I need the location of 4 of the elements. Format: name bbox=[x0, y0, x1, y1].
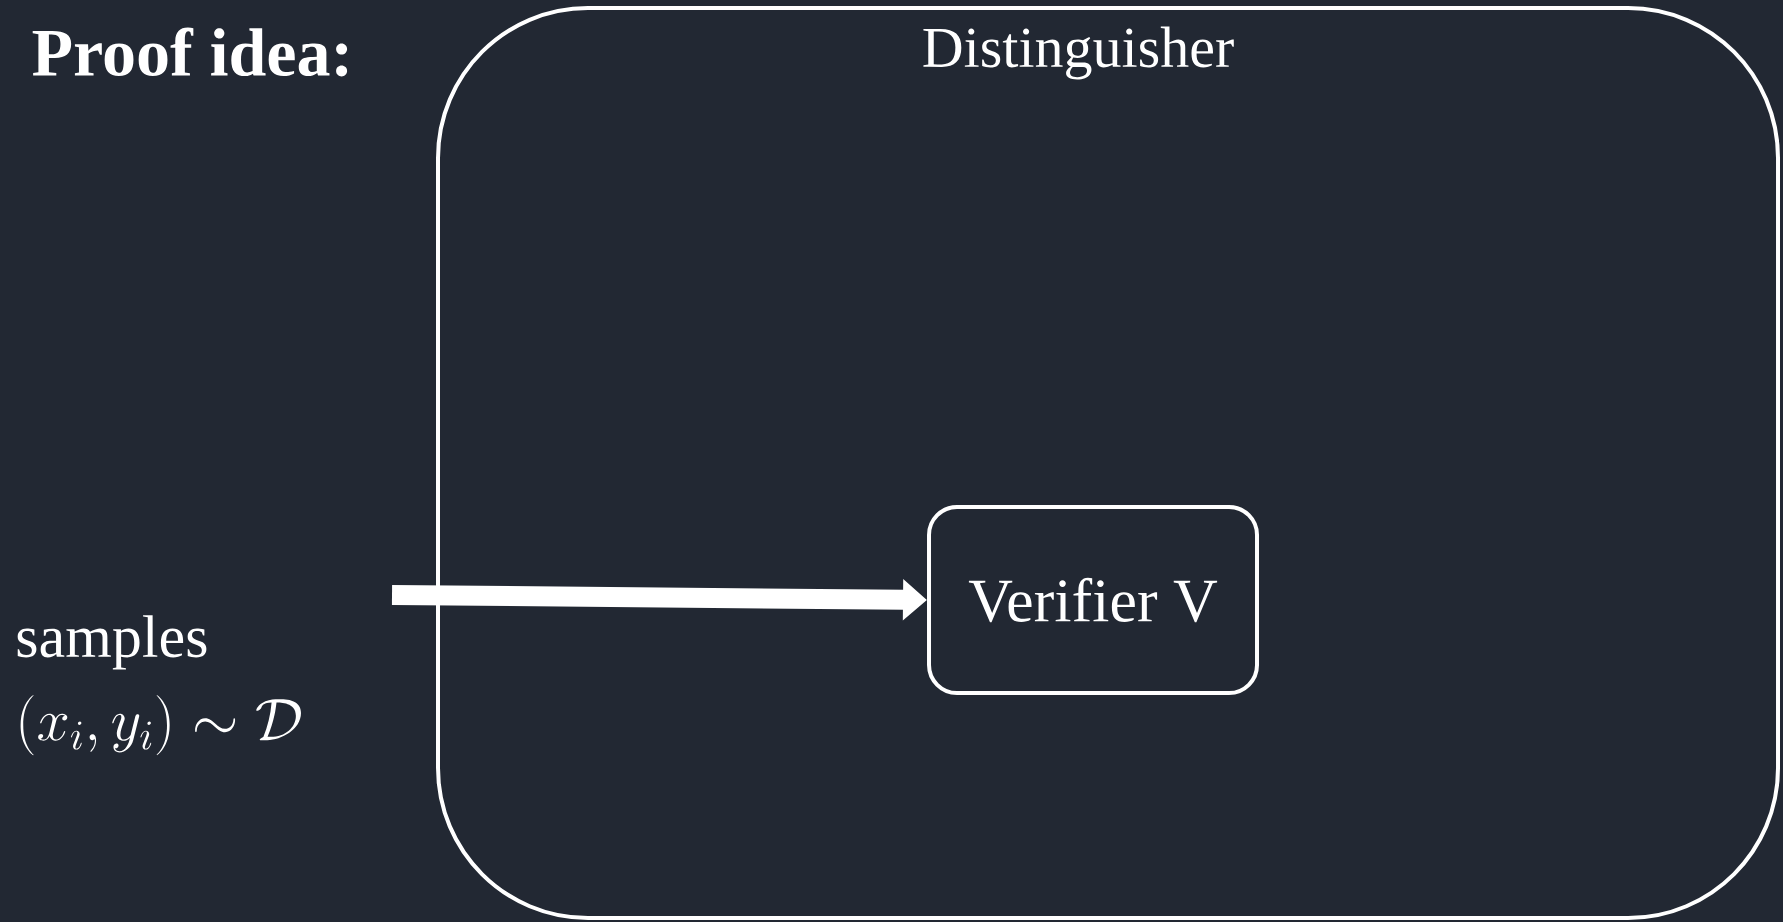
distribution-formula: $(x_i, y_i) \sim \mathcal{D}$ bbox=[20, 695, 301, 756]
samples-label: samples bbox=[17, 615, 207, 670]
title: Proof idea: bbox=[32, 27, 348, 77]
verifier-box: Verifier V bbox=[927, 505, 1259, 695]
